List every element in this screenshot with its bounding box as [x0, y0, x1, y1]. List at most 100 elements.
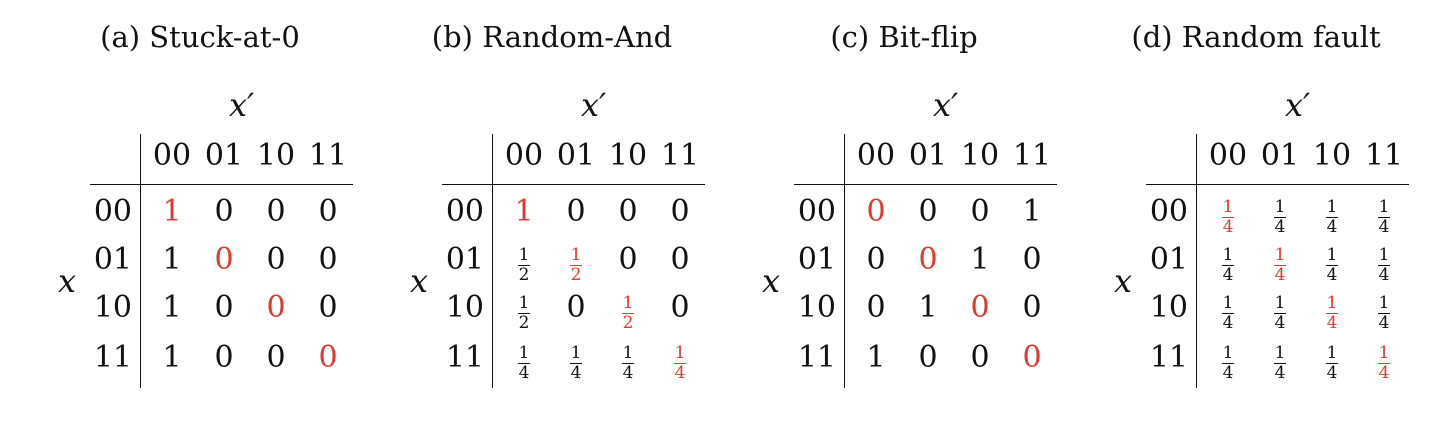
column-header: 10: [960, 138, 1000, 173]
row-header: 11: [1149, 340, 1188, 375]
row-header: 00: [93, 194, 132, 229]
fraction-numerator: 1: [621, 292, 635, 314]
matrix-cell: 0: [266, 340, 286, 375]
column-axis-label: x′: [581, 86, 607, 124]
row-header: 00: [445, 194, 484, 229]
fraction-denominator: 4: [1378, 362, 1390, 383]
column-header: 11: [1364, 138, 1404, 173]
fraction-numerator: 1: [517, 342, 531, 364]
row-header: 00: [797, 194, 836, 229]
fraction-denominator: 4: [1274, 362, 1286, 383]
fraction-numerator: 1: [1221, 196, 1235, 218]
matrix-cell: 0: [866, 194, 886, 229]
table-horizontal-rule: [90, 184, 353, 185]
fraction-denominator: 4: [1274, 264, 1286, 285]
fraction-denominator: 4: [1222, 312, 1234, 333]
matrix-cell: 0: [566, 290, 586, 325]
column-axis-label: x′: [933, 86, 959, 124]
fraction-numerator: 1: [1221, 292, 1235, 314]
fraction-denominator: 2: [518, 264, 530, 285]
table-vertical-rule: [844, 134, 845, 388]
column-header: 00: [1208, 138, 1248, 173]
fraction-numerator: 1: [1273, 196, 1287, 218]
matrix-cell: 0: [318, 242, 338, 277]
table-horizontal-rule: [442, 184, 705, 185]
fraction-denominator: 4: [1222, 216, 1234, 237]
fraction-numerator: 1: [1273, 244, 1287, 266]
fraction-denominator: 4: [1274, 312, 1286, 333]
fraction-numerator: 1: [1377, 196, 1391, 218]
fraction-numerator: 1: [1221, 342, 1235, 364]
fraction-denominator: 4: [1378, 312, 1390, 333]
panel-caption: (d) Random fault: [1131, 20, 1381, 54]
row-axis-label: x: [410, 262, 429, 300]
matrix-cell: 0: [918, 194, 938, 229]
fraction-numerator: 1: [517, 244, 531, 266]
matrix-cell: 0: [214, 194, 234, 229]
matrix-cell: 0: [866, 290, 886, 325]
panel-caption: (c) Bit-flip: [830, 20, 978, 54]
fraction-denominator: 4: [1326, 216, 1338, 237]
column-header: 00: [504, 138, 544, 173]
fraction-numerator: 1: [1273, 292, 1287, 314]
matrix-cell: 1: [162, 194, 182, 229]
panel-caption: (b) Random-And: [431, 20, 673, 54]
row-header: 10: [1149, 290, 1188, 325]
column-axis-label: x′: [229, 86, 255, 124]
table-horizontal-rule: [1146, 184, 1409, 185]
matrix-cell: 0: [318, 290, 338, 325]
row-header: 01: [445, 242, 484, 277]
table-vertical-rule: [140, 134, 141, 388]
column-header: 10: [256, 138, 296, 173]
row-header: 11: [445, 340, 484, 375]
row-header: 10: [93, 290, 132, 325]
row-header: 10: [445, 290, 484, 325]
matrix-cell: 1: [162, 340, 182, 375]
matrix-cell: 0: [214, 242, 234, 277]
fraction-denominator: 2: [622, 312, 634, 333]
fraction-numerator: 1: [673, 342, 687, 364]
column-header: 00: [856, 138, 896, 173]
matrix-cell: 0: [670, 242, 690, 277]
row-header: 11: [797, 340, 836, 375]
column-header: 11: [660, 138, 700, 173]
fraction-denominator: 4: [674, 362, 686, 383]
matrix-cell: 0: [970, 290, 990, 325]
fraction-numerator: 1: [517, 292, 531, 314]
fraction-denominator: 4: [1222, 264, 1234, 285]
matrix-cell: 0: [618, 194, 638, 229]
fraction-denominator: 2: [570, 264, 582, 285]
fraction-denominator: 4: [1326, 312, 1338, 333]
fraction-denominator: 4: [1326, 264, 1338, 285]
fraction-numerator: 1: [1377, 292, 1391, 314]
matrix-cell: 0: [214, 290, 234, 325]
row-header: 00: [1149, 194, 1188, 229]
fraction-denominator: 4: [518, 362, 530, 383]
row-header: 01: [797, 242, 836, 277]
